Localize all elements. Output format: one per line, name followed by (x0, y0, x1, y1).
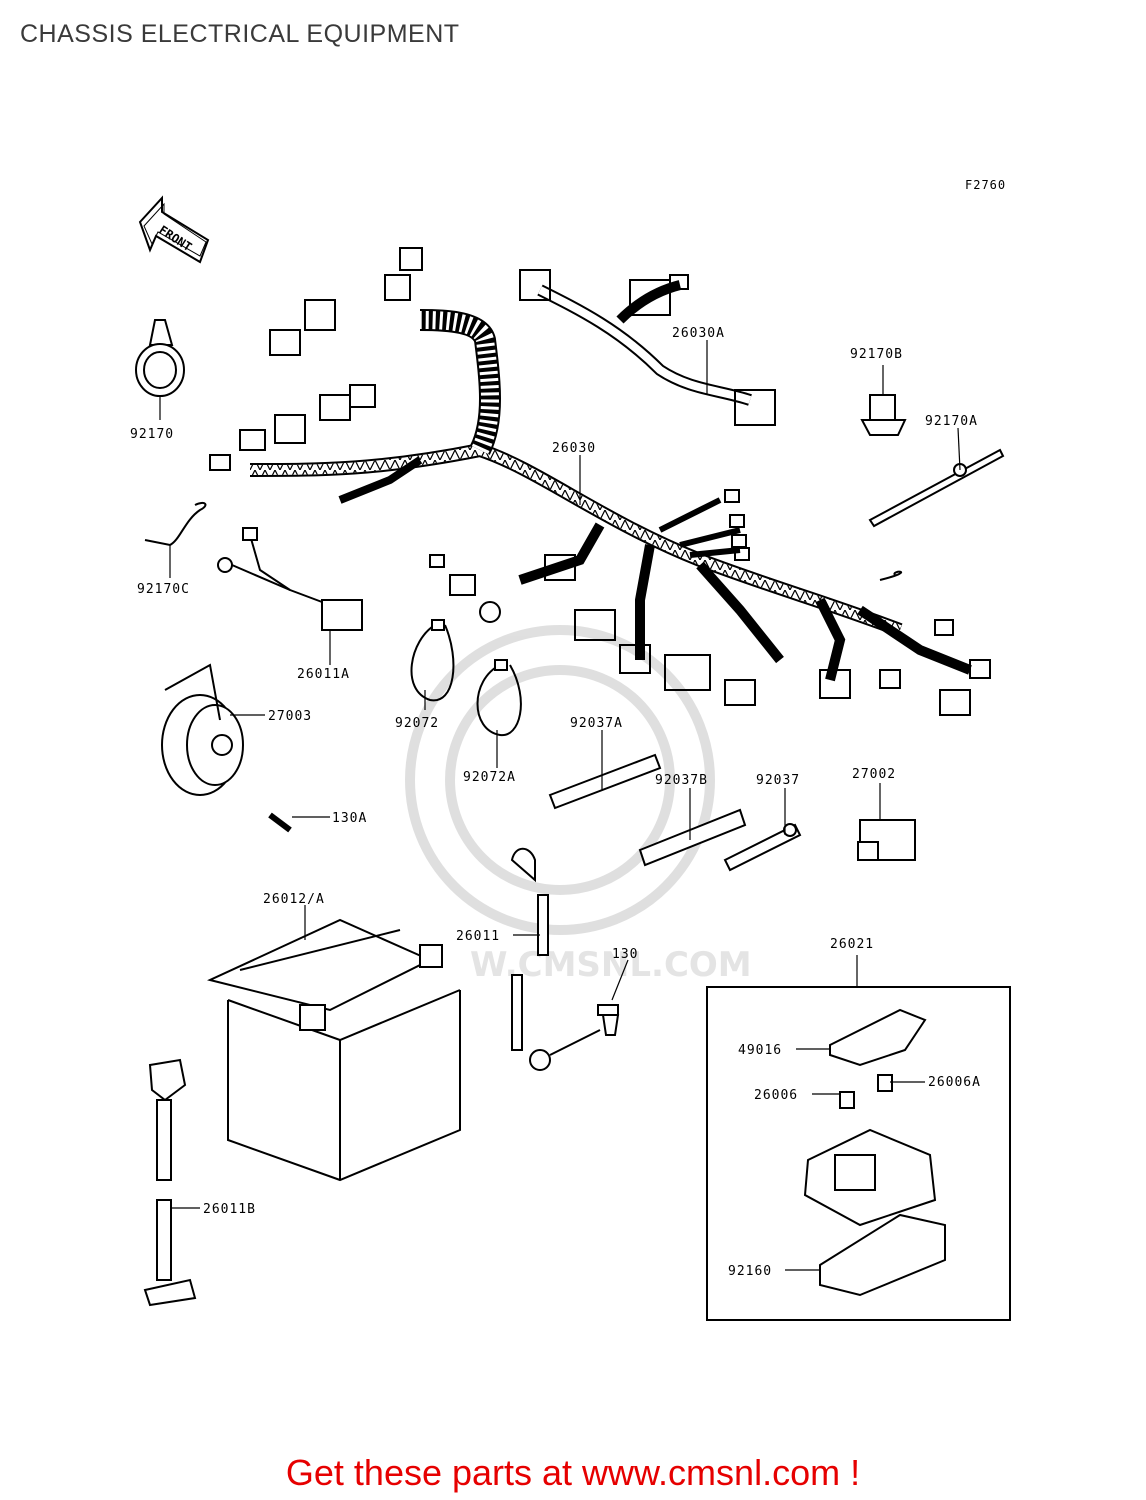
band-92170A (868, 448, 1005, 528)
bands-92072 (410, 619, 522, 737)
clip-92170C (144, 501, 207, 547)
clip-92170B (860, 394, 907, 436)
part-label-92160: 92160 (728, 1264, 772, 1279)
part-labels: 26030A 92170B 92170A 92170 26030 92170C … (130, 326, 981, 1279)
promo-link[interactable]: Get these parts at www.cmsnl.com ! (285, 1452, 861, 1493)
leader-lines (159, 340, 961, 1271)
part-label-92037: 92037 (756, 773, 800, 788)
clamp-92170 (135, 319, 185, 397)
front-arrow-icon: FRONT (138, 195, 210, 264)
bolt-130 (597, 1004, 620, 1036)
horn-27003 (161, 663, 292, 833)
lead-26011A (217, 527, 363, 631)
part-label-26006: 26006 (754, 1088, 798, 1103)
part-label-27002: 27002 (852, 767, 896, 782)
part-label-27003: 27003 (268, 709, 312, 724)
part-label-92170B: 92170B (850, 347, 903, 362)
part-label-26011A: 26011A (297, 667, 350, 682)
fuse-box-26021 (803, 1008, 946, 1297)
part-label-26030A: 26030A (672, 326, 725, 341)
part-label-26021: 26021 (830, 937, 874, 952)
part-label-26011: 26011 (456, 929, 500, 944)
cable-26011B (143, 1058, 197, 1307)
straps-92037 (548, 753, 802, 872)
battery-26012 (207, 918, 461, 1182)
part-label-92170: 92170 (130, 427, 174, 442)
sub-harness-26030A (519, 269, 776, 426)
fuse-box-inset-frame (706, 986, 1011, 1321)
part-label-26030: 26030 (552, 441, 596, 456)
part-label-49016: 49016 (738, 1043, 782, 1058)
part-label-130: 130 (612, 947, 638, 962)
page-title: CHASSIS ELECTRICAL EQUIPMENT (20, 20, 460, 48)
watermark-logo (405, 625, 715, 935)
part-label-26012-A: 26012/A (263, 892, 325, 907)
part-label-92037A: 92037A (570, 716, 623, 731)
part-label-92170A: 92170A (925, 414, 978, 429)
relay-27002 (857, 819, 916, 861)
part-label-26011B: 26011B (203, 1202, 256, 1217)
part-label-26006A: 26006A (928, 1075, 981, 1090)
part-label-92072: 92072 (395, 716, 439, 731)
cable-26011 (510, 847, 601, 1071)
part-label-130A: 130A (332, 811, 367, 826)
main-wiring-harness (209, 247, 991, 716)
part-label-92072A: 92072A (463, 770, 516, 785)
part-label-92037B: 92037B (655, 773, 708, 788)
part-label-92170C: 92170C (137, 582, 190, 597)
figure-code: F2760 (965, 178, 1007, 192)
